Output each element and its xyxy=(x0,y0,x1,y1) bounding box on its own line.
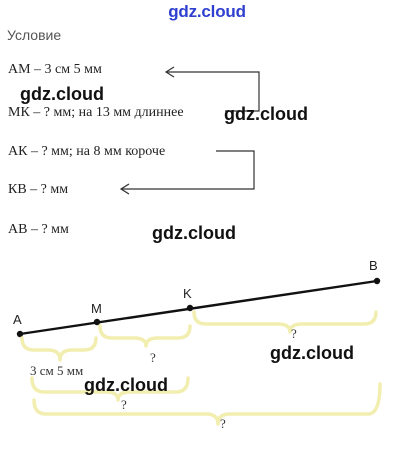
brace-am-label: 3 см 5 мм xyxy=(30,363,83,378)
site-header-title: gdz.cloud xyxy=(168,2,246,21)
condition-line-kb: КВ – ? мм xyxy=(8,182,69,197)
watermark-5: gdz.cloud xyxy=(84,375,168,395)
condition-line-mk: МК – ? мм; на 13 мм длиннее xyxy=(8,105,184,120)
section-title: Условие xyxy=(7,27,62,43)
watermark-4: gdz.cloud xyxy=(270,343,354,363)
condition-arrows xyxy=(119,66,260,195)
brace-ab xyxy=(32,382,382,426)
brace-mk xyxy=(98,324,192,348)
brace-ak xyxy=(30,376,190,402)
brace-am xyxy=(20,336,98,362)
point-k-dot xyxy=(186,304,194,312)
point-a-label: A xyxy=(13,312,22,327)
brace-kb-label: ? xyxy=(291,326,297,341)
brace-mk-label: ? xyxy=(150,350,156,365)
point-b-label: B xyxy=(369,258,378,273)
point-a-dot xyxy=(16,330,24,338)
brace-ak-label: ? xyxy=(121,397,127,412)
condition-line-ab: АВ – ? мм xyxy=(8,222,69,237)
watermark-3: gdz.cloud xyxy=(152,223,236,243)
point-m-dot xyxy=(93,318,101,326)
brace-kb xyxy=(192,310,378,334)
point-m-label: M xyxy=(91,301,102,316)
condition-line-am: АМ – 3 см 5 мм xyxy=(8,62,102,77)
watermark-2: gdz.cloud xyxy=(224,104,308,124)
brace-ab-label: ? xyxy=(220,416,226,431)
arrowhead-kb xyxy=(119,183,130,195)
arrow-mk-to-am xyxy=(167,71,260,112)
arrowhead-am xyxy=(164,66,175,78)
watermark-1: gdz.cloud xyxy=(20,84,104,104)
arrow-ak-to-kb xyxy=(122,150,255,190)
point-b-dot xyxy=(373,277,381,285)
condition-line-ak: АК – ? мм; на 8 мм короче xyxy=(8,144,166,159)
segment-ab-line xyxy=(19,279,378,336)
point-k-label: K xyxy=(183,286,192,301)
